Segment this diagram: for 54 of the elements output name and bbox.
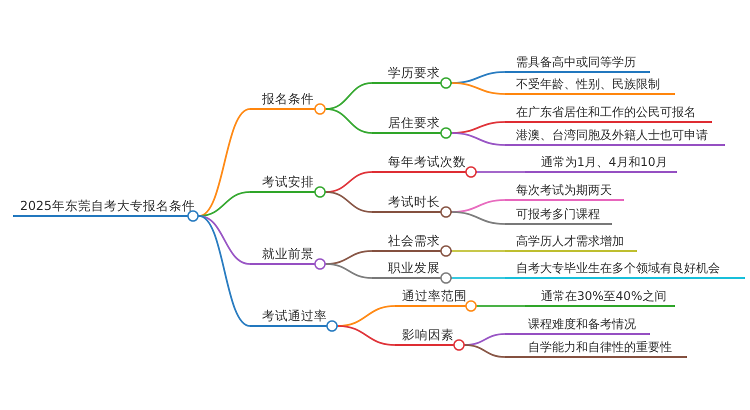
node-label: 就业前景 (262, 246, 314, 262)
branch-node (505, 315, 650, 335)
node-label: 报名条件 (262, 91, 314, 107)
node-label: 居住要求 (388, 115, 440, 131)
node-label: 港澳、台湾同胞及外籍人士也可申请 (516, 127, 708, 143)
branch-node (505, 338, 687, 358)
branch-connector (452, 277, 505, 279)
branch-connector (452, 211, 506, 225)
node-label: 课程难度和备考情况 (528, 316, 636, 332)
branch-connector (326, 82, 372, 110)
node-label: 影响因素 (402, 327, 454, 343)
node-label: 社会需求 (388, 233, 440, 249)
node-label: 职业发展 (388, 260, 440, 276)
branch-node (505, 75, 675, 95)
branch-node (505, 259, 745, 279)
node-label: 考试时长 (388, 194, 440, 210)
branch-connector (452, 250, 505, 252)
node-label: 需具备高中或同等学历 (516, 54, 636, 70)
branch-connector (452, 132, 506, 146)
node-label: 考试安排 (262, 174, 314, 190)
branch-connector (198, 215, 250, 327)
branch-connector (198, 215, 250, 265)
branch-connector (198, 108, 250, 217)
branch-connector (477, 171, 525, 173)
branch-node (505, 53, 650, 73)
node-label: 学历要求 (388, 65, 440, 81)
branch-connector (326, 191, 372, 213)
node-label: 2025年东莞自考大专报名条件 (20, 198, 195, 214)
branch-connector (477, 305, 525, 307)
branch-connector (464, 344, 506, 358)
branch-node (505, 232, 637, 252)
branch-connector (198, 191, 250, 217)
node-label: 高学历人才需求增加 (516, 233, 624, 249)
branch-node (525, 287, 675, 307)
branch-connector (326, 108, 372, 134)
node-label: 通常为1月、4月和10月 (541, 154, 668, 170)
branch-node (525, 153, 677, 173)
branch-connector (326, 263, 372, 279)
branch-node (505, 103, 712, 123)
branch-node (505, 126, 725, 146)
node-label: 自学能力和自律性的重要性 (528, 339, 672, 355)
node-label: 通常在30%至40%之间 (541, 288, 666, 304)
node-label: 考试通过率 (262, 308, 327, 324)
node-label: 通过率范围 (402, 288, 467, 304)
node-label: 自考大专毕业生在多个领域有良好机会 (516, 260, 720, 276)
node-label: 不受年龄、性别、民族限制 (516, 76, 660, 92)
node-label: 在广东省居住和工作的公民可报名 (516, 104, 696, 120)
node-label: 可报考多门课程 (516, 206, 600, 222)
node-label: 每次考试为期两天 (516, 182, 612, 198)
branch-node (505, 205, 612, 225)
branch-node (505, 181, 624, 201)
node-label: 每年考试次数 (388, 154, 466, 170)
branch-connector (452, 82, 506, 95)
branch-connector (338, 325, 396, 346)
